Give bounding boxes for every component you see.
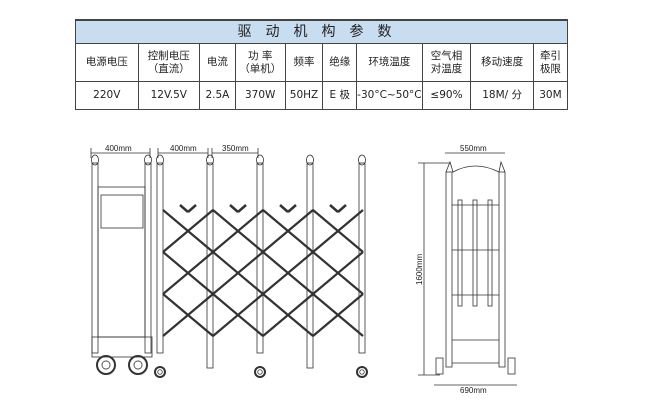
lattice-bar bbox=[162, 293, 214, 337]
lattice-bar bbox=[162, 209, 214, 253]
post-cap bbox=[206, 154, 214, 166]
value-cell: E 极 bbox=[322, 81, 358, 110]
post-cap bbox=[144, 154, 152, 166]
side-view bbox=[418, 152, 517, 386]
hinge bbox=[237, 204, 247, 213]
header-label: 频率 bbox=[293, 56, 315, 68]
cabinet-window bbox=[100, 194, 144, 229]
cabinet-panel bbox=[97, 186, 146, 338]
header-label: 移动速度 bbox=[481, 56, 524, 68]
column-header: 牵引极限 bbox=[532, 43, 569, 82]
post-cap bbox=[91, 154, 99, 166]
value-cell: ≤90% bbox=[421, 81, 472, 110]
dim-690: 690mm bbox=[460, 386, 487, 395]
side-post bbox=[445, 171, 453, 368]
dim-1600: 1600mm bbox=[415, 254, 424, 285]
wheel-hub bbox=[157, 369, 163, 375]
column-header: 空气相对温度 bbox=[421, 43, 472, 82]
spec-table: 驱动机构参数 电源电压 控制电压（直流） 电流功 率（单机） 频率 绝缘 环境温度 空气相对… bbox=[75, 19, 569, 110]
post bbox=[256, 162, 264, 354]
header-label: 环境温度 bbox=[368, 56, 411, 68]
column-header: 频率 bbox=[284, 43, 324, 82]
lattice-bar bbox=[312, 293, 364, 337]
lattice-bar bbox=[212, 251, 264, 295]
hinge bbox=[179, 204, 189, 213]
value-cell: 370W bbox=[234, 81, 286, 110]
hinge bbox=[279, 204, 289, 213]
lattice-bar bbox=[262, 293, 314, 337]
wheel bbox=[254, 366, 266, 378]
value-cell: 50HZ bbox=[284, 81, 324, 110]
post bbox=[91, 162, 99, 354]
table-title: 驱动机构参数 bbox=[75, 19, 568, 44]
lattice-bar bbox=[312, 251, 364, 295]
lattice-bar bbox=[162, 251, 214, 295]
side-wheel bbox=[507, 357, 516, 375]
dim-350: 350mm bbox=[222, 144, 249, 153]
header-label: 功 率（单机） bbox=[239, 49, 282, 75]
lattice-bar bbox=[262, 251, 314, 295]
header-label: 牵引极限 bbox=[539, 49, 561, 75]
wheel-hub bbox=[133, 360, 143, 370]
post-cap bbox=[156, 154, 164, 166]
dim-400-2: 400mm bbox=[170, 144, 197, 153]
side-wheel bbox=[435, 357, 444, 375]
wheel-hub bbox=[359, 369, 365, 375]
wheel bbox=[154, 366, 166, 378]
header-label: 绝缘 bbox=[329, 56, 351, 68]
column-header: 功 率（单机） bbox=[234, 43, 286, 82]
post bbox=[144, 162, 152, 354]
header-label: 空气相对温度 bbox=[430, 49, 463, 75]
column-header: 控制电压（直流） bbox=[137, 43, 201, 82]
post bbox=[358, 162, 366, 354]
wheel-hub bbox=[257, 369, 263, 375]
wheel bbox=[96, 355, 116, 375]
side-post bbox=[498, 171, 506, 368]
header-label: 控制电压（直流） bbox=[147, 49, 190, 75]
hinge bbox=[287, 204, 297, 213]
value-cell: 18M/ 分 bbox=[470, 81, 534, 110]
header-label: 电源电压 bbox=[85, 56, 128, 68]
lattice-bar bbox=[312, 209, 364, 253]
wheel-hub bbox=[101, 360, 111, 370]
post-cap bbox=[306, 154, 314, 166]
lattice-bar bbox=[262, 209, 314, 253]
hinge bbox=[229, 204, 239, 213]
arch bbox=[445, 160, 506, 173]
header-label: 电流 bbox=[206, 56, 228, 68]
lattice-bar bbox=[212, 293, 264, 337]
column-header: 电源电压 bbox=[75, 43, 139, 82]
wheel bbox=[128, 355, 148, 375]
grate-bar bbox=[487, 199, 493, 307]
column-header: 绝缘 bbox=[322, 43, 358, 82]
hinge bbox=[187, 204, 197, 213]
value-cell: 220V bbox=[75, 81, 139, 110]
lattice-bar bbox=[212, 209, 264, 253]
post bbox=[156, 162, 164, 354]
front-view bbox=[91, 154, 368, 378]
value-cell: 30M bbox=[532, 81, 569, 110]
value-cell: -30°C~50°C bbox=[356, 81, 423, 110]
hinge bbox=[329, 204, 339, 213]
value-cell: 12V.5V bbox=[137, 81, 201, 110]
wheel bbox=[356, 366, 368, 378]
hinge bbox=[337, 204, 347, 213]
dim-550: 550mm bbox=[460, 144, 487, 153]
post-cap bbox=[256, 154, 264, 166]
value-cell: 2.5A bbox=[199, 81, 236, 110]
grate-bar bbox=[457, 199, 463, 307]
cabinet-base bbox=[91, 336, 153, 358]
post bbox=[206, 162, 214, 369]
post bbox=[306, 162, 314, 369]
grate-bar bbox=[472, 199, 478, 307]
dim-400-1: 400mm bbox=[105, 144, 132, 153]
post-cap bbox=[358, 154, 366, 166]
